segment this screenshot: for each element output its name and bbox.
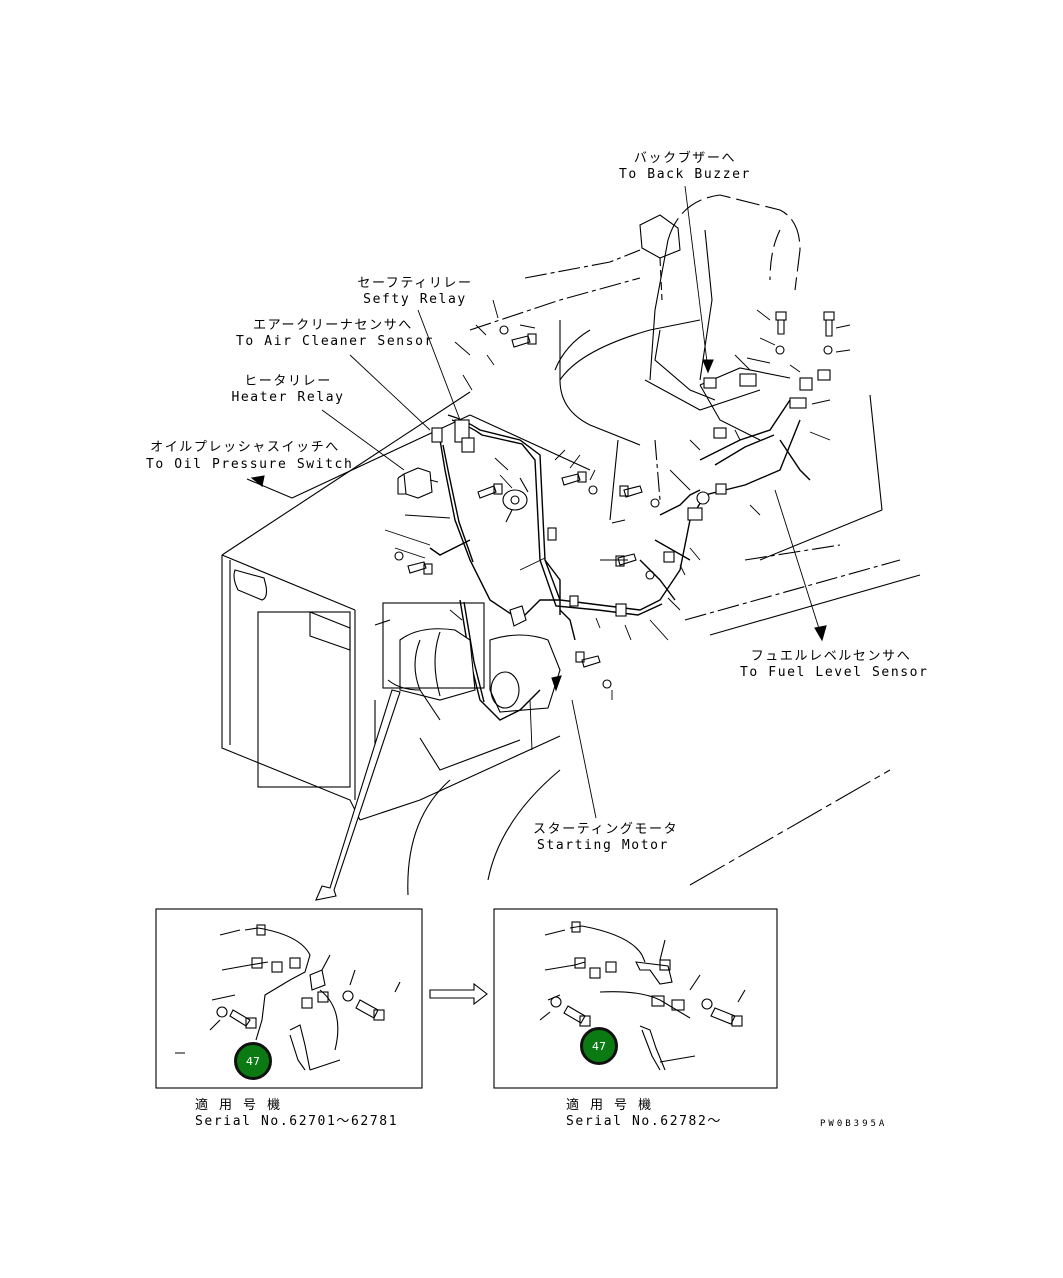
part-number-badge-left: 47 [234, 1042, 272, 1080]
arrow-heads [246, 359, 827, 692]
starting-motor-label-jp: スターティングモータ [533, 822, 679, 837]
engine-hood-outline [221, 391, 591, 821]
serial-heading-left: 適 用 号 機 [195, 1098, 282, 1113]
leader-lines [321, 185, 851, 819]
part-number-badge-right: 47 [580, 1027, 618, 1065]
drawing-code: PW0B395A [820, 1119, 888, 1129]
fuel-level-label-jp: フュエルレベルセンサへ [750, 649, 912, 664]
cab-frame-lines [407, 249, 921, 896]
detail-callout-box [382, 602, 485, 689]
oil-pressure-label-jp: オイルプレッシャスイッチへ [150, 440, 340, 455]
heater-relay-label-jp: ヒータリレー [244, 374, 332, 389]
serial-heading-right: 適 用 号 機 [566, 1098, 653, 1113]
back-buzzer-label: To Back Buzzer [619, 167, 751, 182]
safety-relay-label: Sefty Relay [363, 292, 467, 307]
back-buzzer-label-jp: バックブザーへ [633, 151, 737, 166]
serial-range-left: Serial No.62701～62781 [195, 1114, 399, 1129]
serial-transition-arrow [429, 982, 488, 1006]
oil-pressure-label: To Oil Pressure Switch [146, 457, 354, 472]
heater-relay-label: Heater Relay [231, 390, 345, 405]
detail-panel-left [155, 908, 423, 1089]
hardware-parts [387, 311, 835, 721]
air-cleaner-label: To Air Cleaner Sensor [236, 334, 434, 349]
serial-range-right: Serial No.62782～ [566, 1114, 722, 1129]
starting-motor-label: Starting Motor [537, 838, 669, 853]
safety-relay-label-jp: セーフティリレー [357, 276, 473, 291]
seat-outline [639, 194, 801, 441]
fuel-level-label: To Fuel Level Sensor [740, 665, 929, 680]
detail-panel-right [493, 908, 778, 1089]
air-cleaner-label-jp: エアークリーナセンサへ [253, 318, 413, 333]
detail-pointer-arrow [315, 689, 401, 901]
